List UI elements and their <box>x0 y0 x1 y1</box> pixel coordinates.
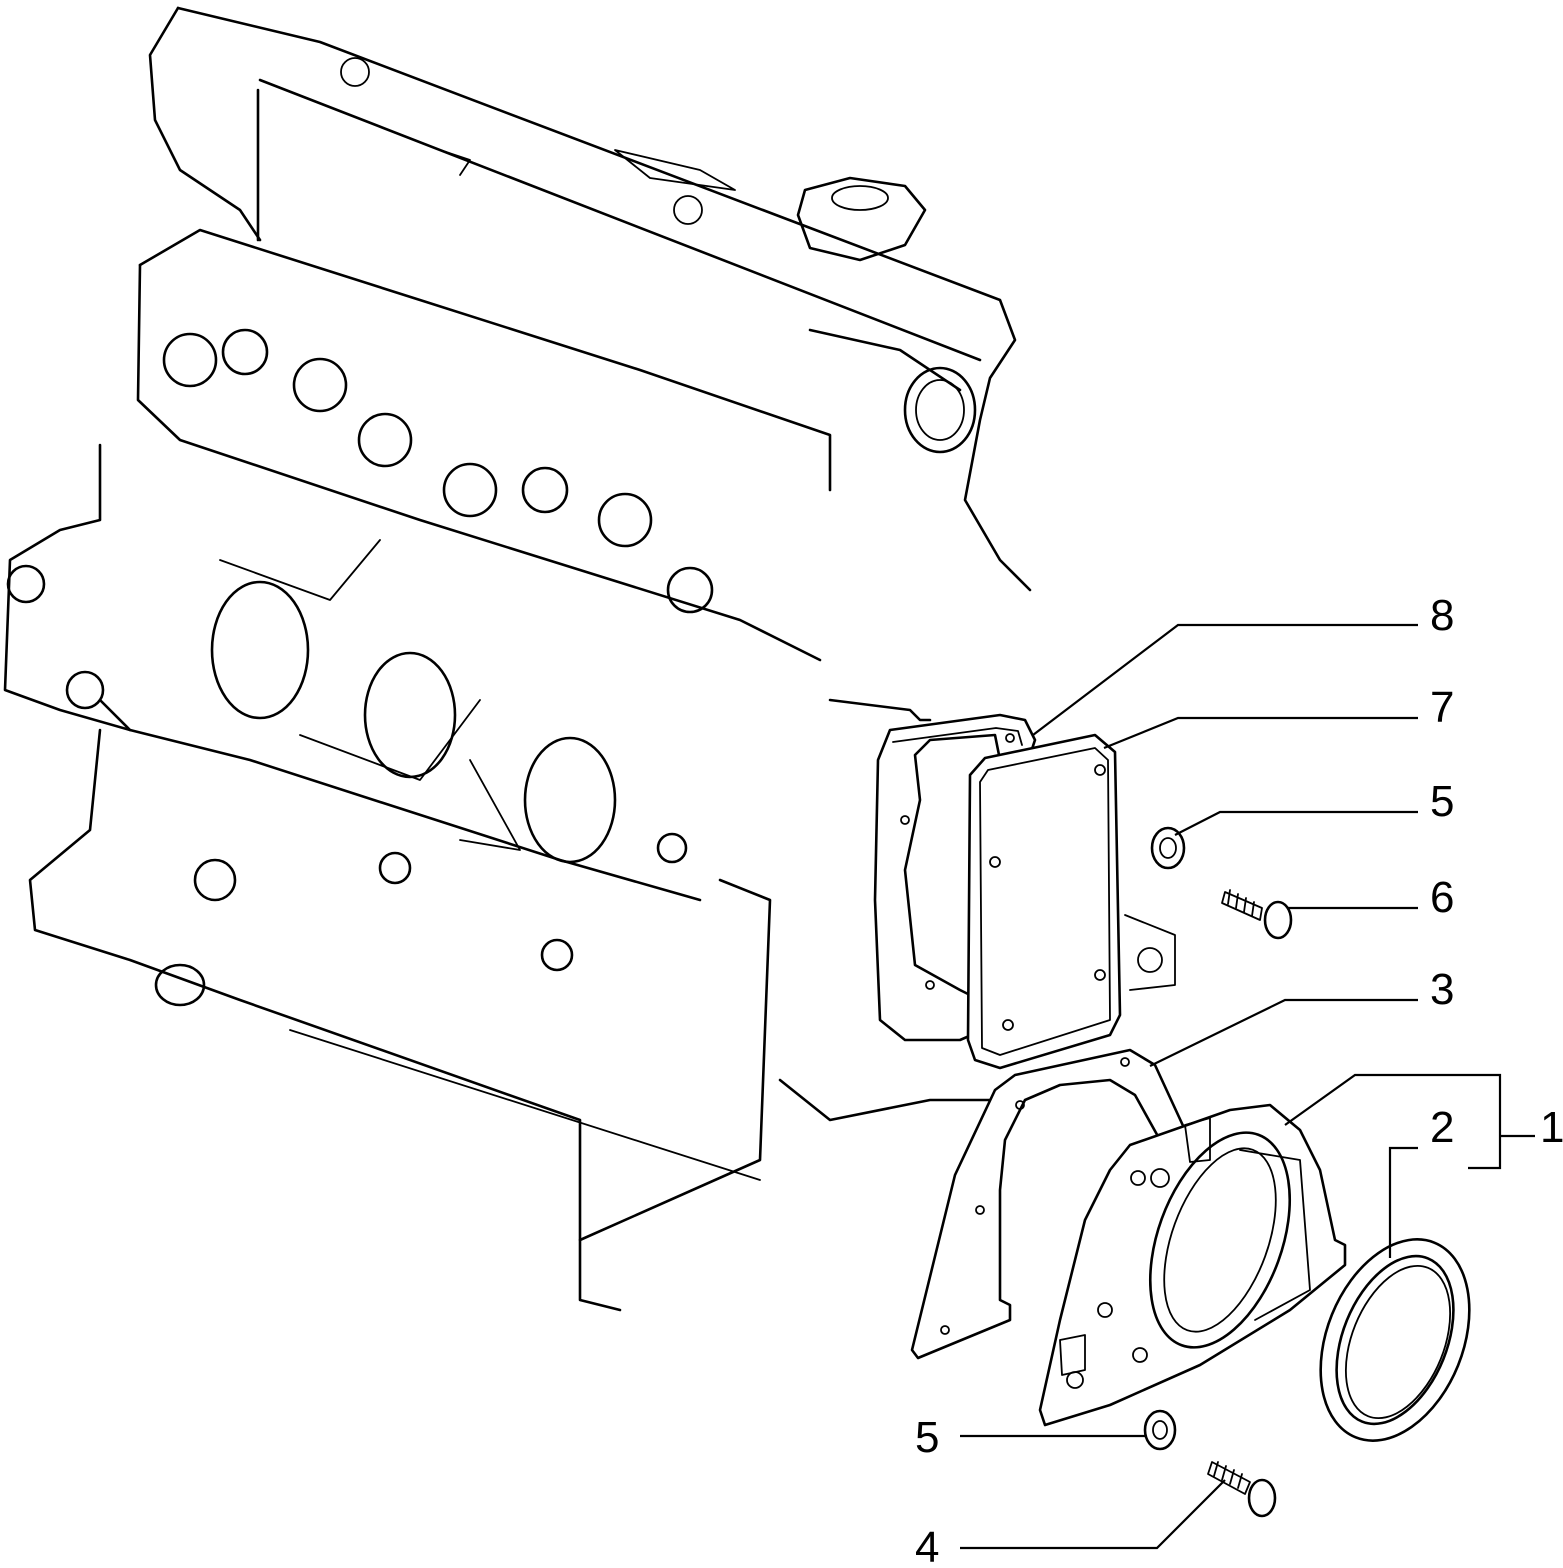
callout-4: 4 <box>915 1523 939 1568</box>
leader-8 <box>1032 623 1418 736</box>
part-7-cover-plate <box>966 733 1122 1070</box>
part-5-washer-lower <box>1143 1409 1177 1451</box>
callout-5-lower: 5 <box>915 1413 939 1462</box>
callout-7: 7 <box>1430 683 1454 732</box>
part-4-bolt <box>1207 1461 1277 1518</box>
leader-3 <box>1149 998 1418 1067</box>
part-5-washer-upper <box>1150 826 1186 870</box>
callout-5-upper: 5 <box>1430 777 1454 826</box>
leader-4 <box>960 1479 1226 1550</box>
part-1-seal-housing <box>1038 1103 1347 1427</box>
leader-5-upper <box>1174 810 1418 836</box>
callout-8: 8 <box>1430 591 1454 640</box>
callout-labels: 8 7 5 6 3 2 1 5 4 <box>915 591 1563 1568</box>
callout-2: 2 <box>1430 1103 1454 1152</box>
leader-7 <box>1103 716 1418 750</box>
part-6-bolt <box>1221 889 1293 940</box>
leader-2 <box>1388 1146 1418 1258</box>
engine-block <box>3 6 1176 1312</box>
callout-1: 1 <box>1540 1103 1563 1152</box>
callout-3: 3 <box>1430 965 1454 1014</box>
part-8-gasket <box>873 713 1037 1042</box>
leader-lines <box>960 623 1535 1550</box>
part-2-oil-seal <box>1319 1238 1471 1442</box>
callout-6: 6 <box>1430 873 1454 922</box>
leader-1-housing <box>1284 1073 1502 1170</box>
